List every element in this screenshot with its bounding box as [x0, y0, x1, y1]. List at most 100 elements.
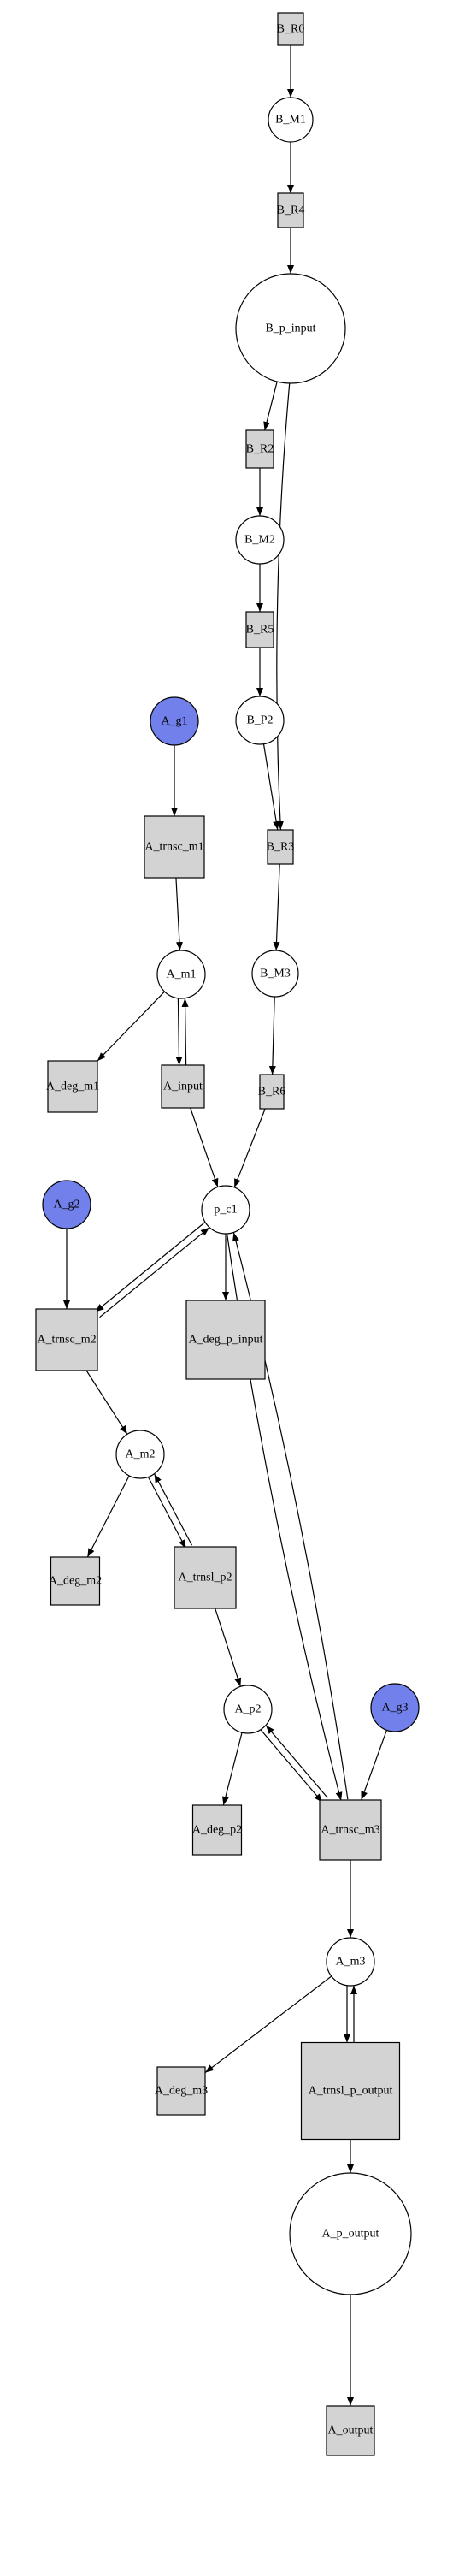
- node-label-a-trnsl-p-output: A_trnsl_p_output: [309, 2085, 393, 2098]
- node-p-c1: p_c1: [201, 1185, 250, 1235]
- node-shape-a-trnsl-p-output: [300, 2041, 401, 2141]
- edge-b-p-input-to-b-r3: [276, 382, 291, 831]
- node-label-a-p-output: A_p_output: [322, 2228, 379, 2241]
- node-shape-b-m1: [268, 97, 314, 143]
- node-b-r0: B_R0: [277, 12, 304, 46]
- edge-a-m3-to-a-deg-m3: [204, 1975, 332, 2074]
- node-label-a-deg-p-input: A_deg_p_input: [188, 1334, 262, 1347]
- node-b-p2: B_P2: [235, 696, 285, 745]
- node-shape-a-output: [326, 2405, 375, 2456]
- node-label-a-m2: A_m2: [126, 1448, 156, 1461]
- edge-a-g3-to-a-trnsc-m3: [361, 1730, 387, 1801]
- node-label-a-trnsl-p2: A_trnsl_p2: [179, 1572, 232, 1584]
- node-shape-a-deg-m2: [50, 1556, 101, 1606]
- node-shape-a-deg-m1: [47, 1060, 98, 1113]
- edge-a-m2-to-a-trnsl-p2: [148, 1477, 186, 1549]
- node-label-p-c1: p_c1: [214, 1204, 237, 1217]
- node-shape-b-r6: [259, 1074, 285, 1110]
- node-shape-a-p2: [223, 1685, 273, 1734]
- node-a-trnsc-m3: A_trnsc_m3: [319, 1799, 382, 1861]
- edge-a-trnsc-m3-to-a-p2: [265, 1725, 328, 1798]
- edge-a-m2-to-a-deg-m2: [86, 1475, 130, 1558]
- node-b-m3: B_M3: [251, 950, 299, 998]
- node-label-a-deg-m2: A_deg_m2: [49, 1575, 102, 1588]
- node-a-g3: A_g3: [370, 1683, 420, 1732]
- node-b-m1: B_M1: [268, 97, 314, 143]
- node-label-b-m1: B_M1: [275, 114, 306, 127]
- node-label-a-trnsc-m3: A_trnsc_m3: [321, 1824, 379, 1837]
- node-shape-b-p-input: [235, 273, 346, 384]
- node-a-deg-m3: A_deg_m3: [155, 2066, 208, 2116]
- node-a-input: A_input: [161, 1064, 205, 1109]
- node-shape-a-p-output: [289, 2172, 412, 2295]
- node-shape-b-r4: [277, 192, 304, 228]
- node-shape-a-trnsc-m3: [319, 1799, 382, 1861]
- node-label-a-g3: A_g3: [381, 1702, 408, 1714]
- edge-a-trnsc-m2-to-p-c1: [99, 1227, 210, 1318]
- edges-layer: [63, 45, 387, 2406]
- edge-a-p2-to-a-trnsc-m3: [260, 1729, 323, 1803]
- edge-b-p2-to-b-r3: [262, 743, 280, 831]
- node-label-b-p2: B_P2: [246, 714, 273, 727]
- node-a-m1: A_m1: [156, 950, 206, 999]
- node-a-m2: A_m2: [115, 1430, 165, 1479]
- node-shape-a-g2: [42, 1180, 91, 1229]
- node-label-a-g1: A_g1: [161, 715, 187, 728]
- edge-p-c1-to-a-trnsc-m2: [95, 1222, 206, 1312]
- node-label-a-deg-m1: A_deg_m1: [46, 1081, 99, 1093]
- node-a-g2: A_g2: [42, 1180, 91, 1229]
- node-a-g1: A_g1: [150, 696, 199, 746]
- node-shape-a-input: [161, 1064, 205, 1109]
- edge-a-p2-to-a-deg-p2: [222, 1732, 243, 1806]
- node-shape-a-g3: [370, 1683, 420, 1732]
- node-b-r2: B_R2: [245, 429, 274, 469]
- node-shape-b-r0: [277, 12, 304, 46]
- node-a-deg-p-input: A_deg_p_input: [185, 1300, 266, 1380]
- node-a-p2: A_p2: [223, 1685, 273, 1734]
- node-label-a-m3: A_m3: [336, 1956, 366, 1969]
- node-shape-a-m3: [326, 1937, 375, 1987]
- node-shape-b-r2: [245, 429, 274, 469]
- edge-b-r3-to-b-m3: [273, 863, 280, 951]
- node-label-b-p-input: B_p_input: [265, 323, 315, 335]
- edge-a-m1-to-a-deg-m1: [97, 991, 165, 1062]
- node-label-a-trnsc-m1: A_trnsc_m1: [144, 841, 203, 854]
- nodes-layer: B_R0B_M1B_R4B_p_inputB_R2B_M2B_R5B_P2B_R…: [35, 12, 420, 2456]
- node-shape-a-trnsc-m2: [35, 1308, 98, 1371]
- edge-a-trnsl-p2-to-a-p2: [215, 1608, 242, 1687]
- node-a-deg-m2: A_deg_m2: [49, 1556, 102, 1606]
- node-shape-a-trnsl-p2: [174, 1546, 237, 1609]
- node-a-deg-p2: A_deg_p2: [192, 1804, 242, 1856]
- node-shape-b-m3: [251, 950, 299, 998]
- node-shape-b-r3: [267, 829, 294, 865]
- node-a-trnsc-m2: A_trnsc_m2: [35, 1308, 98, 1371]
- node-shape-a-m2: [115, 1430, 165, 1479]
- node-label-b-r5: B_R5: [246, 624, 274, 637]
- node-shape-b-p2: [235, 696, 285, 745]
- node-b-r4: B_R4: [277, 192, 305, 228]
- node-a-trnsl-p-output: A_trnsl_p_output: [300, 2041, 401, 2141]
- edge-a-trnsc-m2-to-a-m2: [85, 1370, 128, 1435]
- node-b-r5: B_R5: [245, 611, 274, 648]
- node-shape-p-c1: [201, 1185, 250, 1235]
- edge-a-trnsl-p2-to-a-m2: [154, 1473, 193, 1546]
- node-label-a-output: A_output: [328, 2425, 374, 2437]
- node-shape-a-deg-p-input: [185, 1300, 266, 1380]
- node-label-b-r4: B_R4: [277, 204, 305, 217]
- node-shape-a-trnsc-m1: [144, 815, 205, 879]
- node-a-output: A_output: [326, 2405, 375, 2456]
- node-shape-a-m1: [156, 950, 206, 999]
- node-label-b-r2: B_R2: [246, 443, 274, 456]
- node-a-m3: A_m3: [326, 1937, 375, 1987]
- node-b-m2: B_M2: [235, 515, 285, 565]
- node-a-trnsl-p2: A_trnsl_p2: [174, 1546, 237, 1609]
- node-b-r6: B_R6: [258, 1074, 285, 1110]
- node-label-b-m2: B_M2: [244, 534, 275, 547]
- edge-a-trnsc-m1-to-a-m1: [175, 877, 183, 951]
- node-shape-a-g1: [150, 696, 199, 746]
- node-a-p-output: A_p_output: [289, 2172, 412, 2295]
- node-label-a-trnsc-m2: A_trnsc_m2: [37, 1334, 96, 1347]
- node-b-r3: B_R3: [267, 829, 294, 865]
- node-shape-b-m2: [235, 515, 285, 565]
